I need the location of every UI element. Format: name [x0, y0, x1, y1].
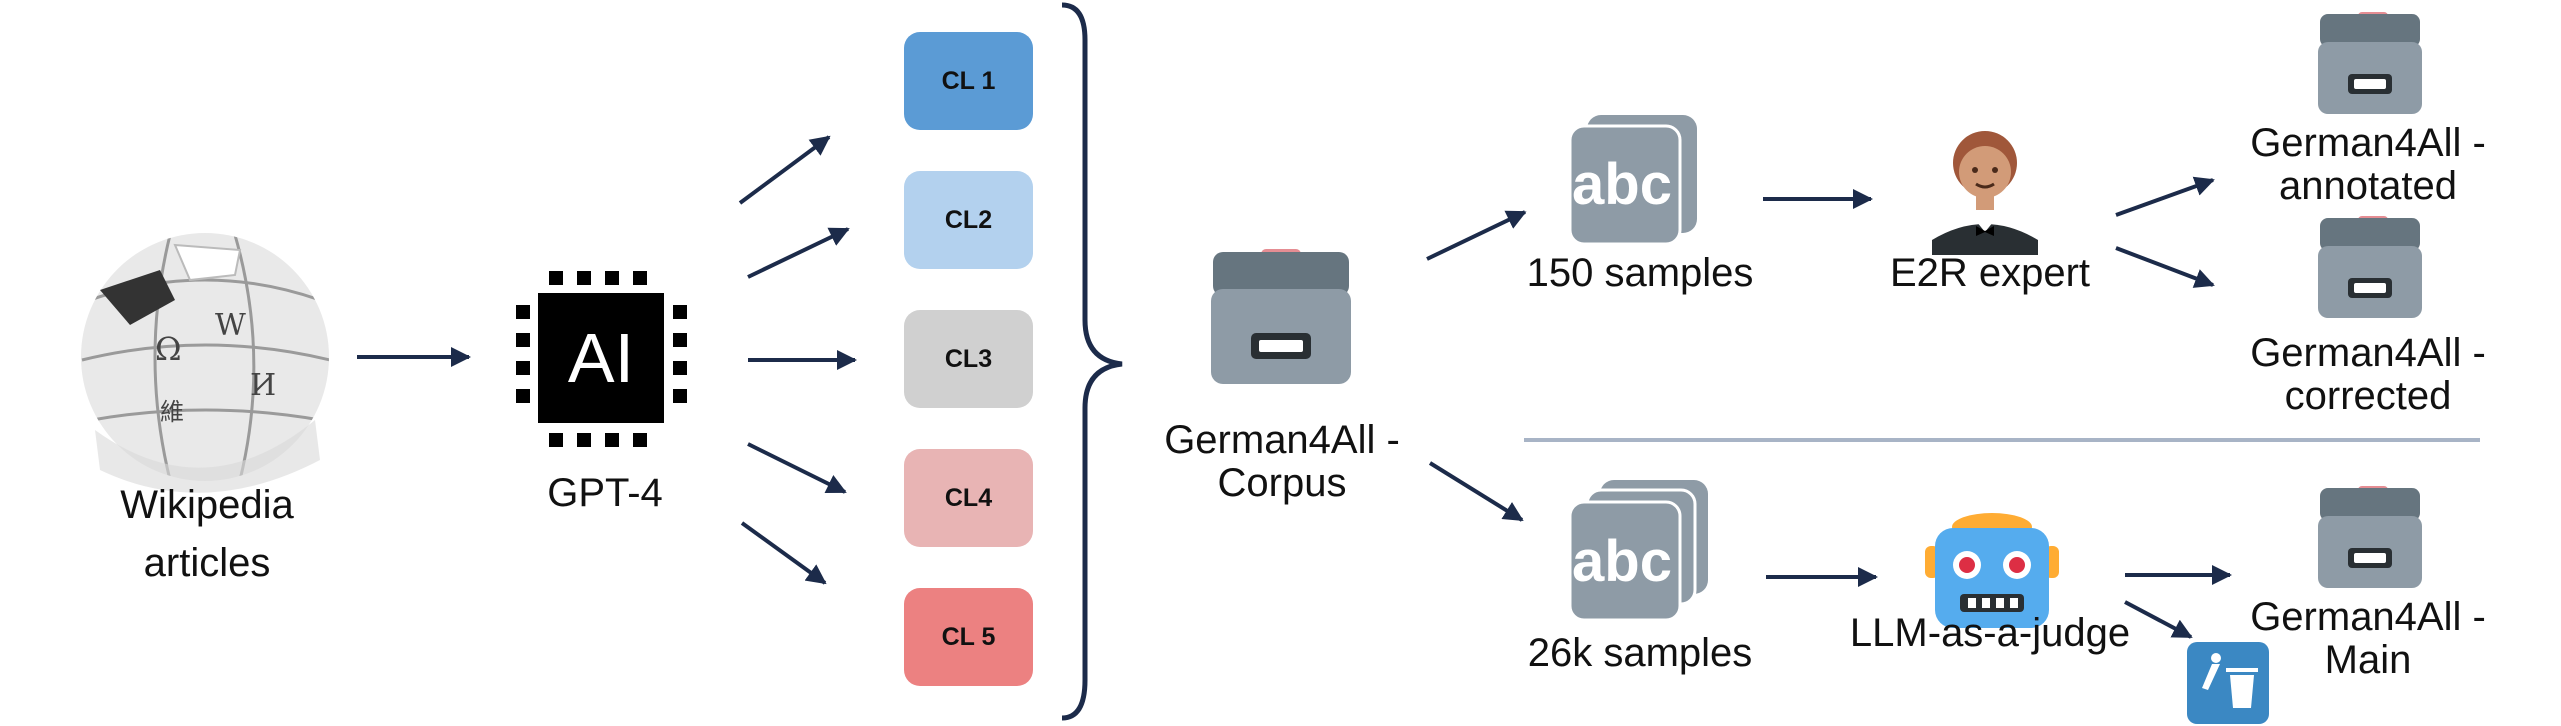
corrected-label: German4All - corrected	[2250, 331, 2486, 418]
source-label: Wikipedia articles	[120, 483, 294, 585]
ai-chip-text: AI	[568, 319, 634, 397]
wikipedia-globe-icon: Ω W И 維	[81, 233, 329, 493]
top-samples-label: 150 samples	[1526, 251, 1754, 295]
arrow-model-to-cl2	[747, 227, 850, 279]
svg-text:W: W	[215, 308, 246, 343]
card-file-box-corrected-icon	[2318, 216, 2422, 318]
abc-samples-icon-bottom: abc	[1568, 480, 1708, 622]
card-file-box-main-icon	[2318, 486, 2422, 588]
cl2-box: CL2	[904, 171, 1033, 269]
corpus-label: German4All - Corpus	[1164, 418, 1400, 505]
arrow-expert-to-corrected	[2115, 246, 2215, 288]
annotated-label: German4All - annotated	[2250, 121, 2486, 208]
card-file-box-annotated-icon	[2318, 12, 2422, 114]
abc-text-bottom: abc	[1572, 529, 1672, 594]
arrow-model-to-cl1	[738, 135, 831, 205]
person-in-tuxedo-icon	[1932, 131, 2038, 255]
svg-text:Ω: Ω	[155, 330, 182, 368]
curly-brace	[1061, 2, 1123, 721]
bottom-samples-label: 26k samples	[1527, 631, 1753, 675]
reviewer-label: E2R expert	[1889, 251, 2091, 295]
abc-samples-icon-top: abc	[1568, 115, 1697, 246]
arrow-corpus-to-bottom-samples	[1428, 461, 1524, 522]
judge-label: LLM-as-a-judge	[1849, 611, 2131, 655]
ai-chip-icon: AI	[516, 271, 687, 447]
arrow-judge-to-trash	[2124, 600, 2193, 639]
arrow-expert-to-annotated	[2115, 176, 2215, 217]
arrow-model-to-cl4	[747, 442, 847, 494]
arrow-model-to-cl5	[740, 521, 827, 585]
robot-icon	[1925, 513, 2059, 628]
model-label: GPT-4	[547, 471, 663, 515]
cl1-box: CL 1	[904, 32, 1033, 130]
cl3-box: CL3	[904, 310, 1033, 408]
svg-text:И: И	[250, 368, 276, 403]
trash-icon	[2187, 642, 2269, 724]
svg-text:維: 維	[160, 398, 184, 426]
cl5-box: CL 5	[904, 588, 1033, 686]
arrow-corpus-to-top-samples	[1426, 210, 1527, 261]
card-file-box-icon	[1211, 249, 1351, 384]
cl4-box: CL4	[904, 449, 1033, 547]
abc-text-top: abc	[1572, 152, 1672, 217]
main-label: German4All - Main	[2250, 595, 2486, 682]
